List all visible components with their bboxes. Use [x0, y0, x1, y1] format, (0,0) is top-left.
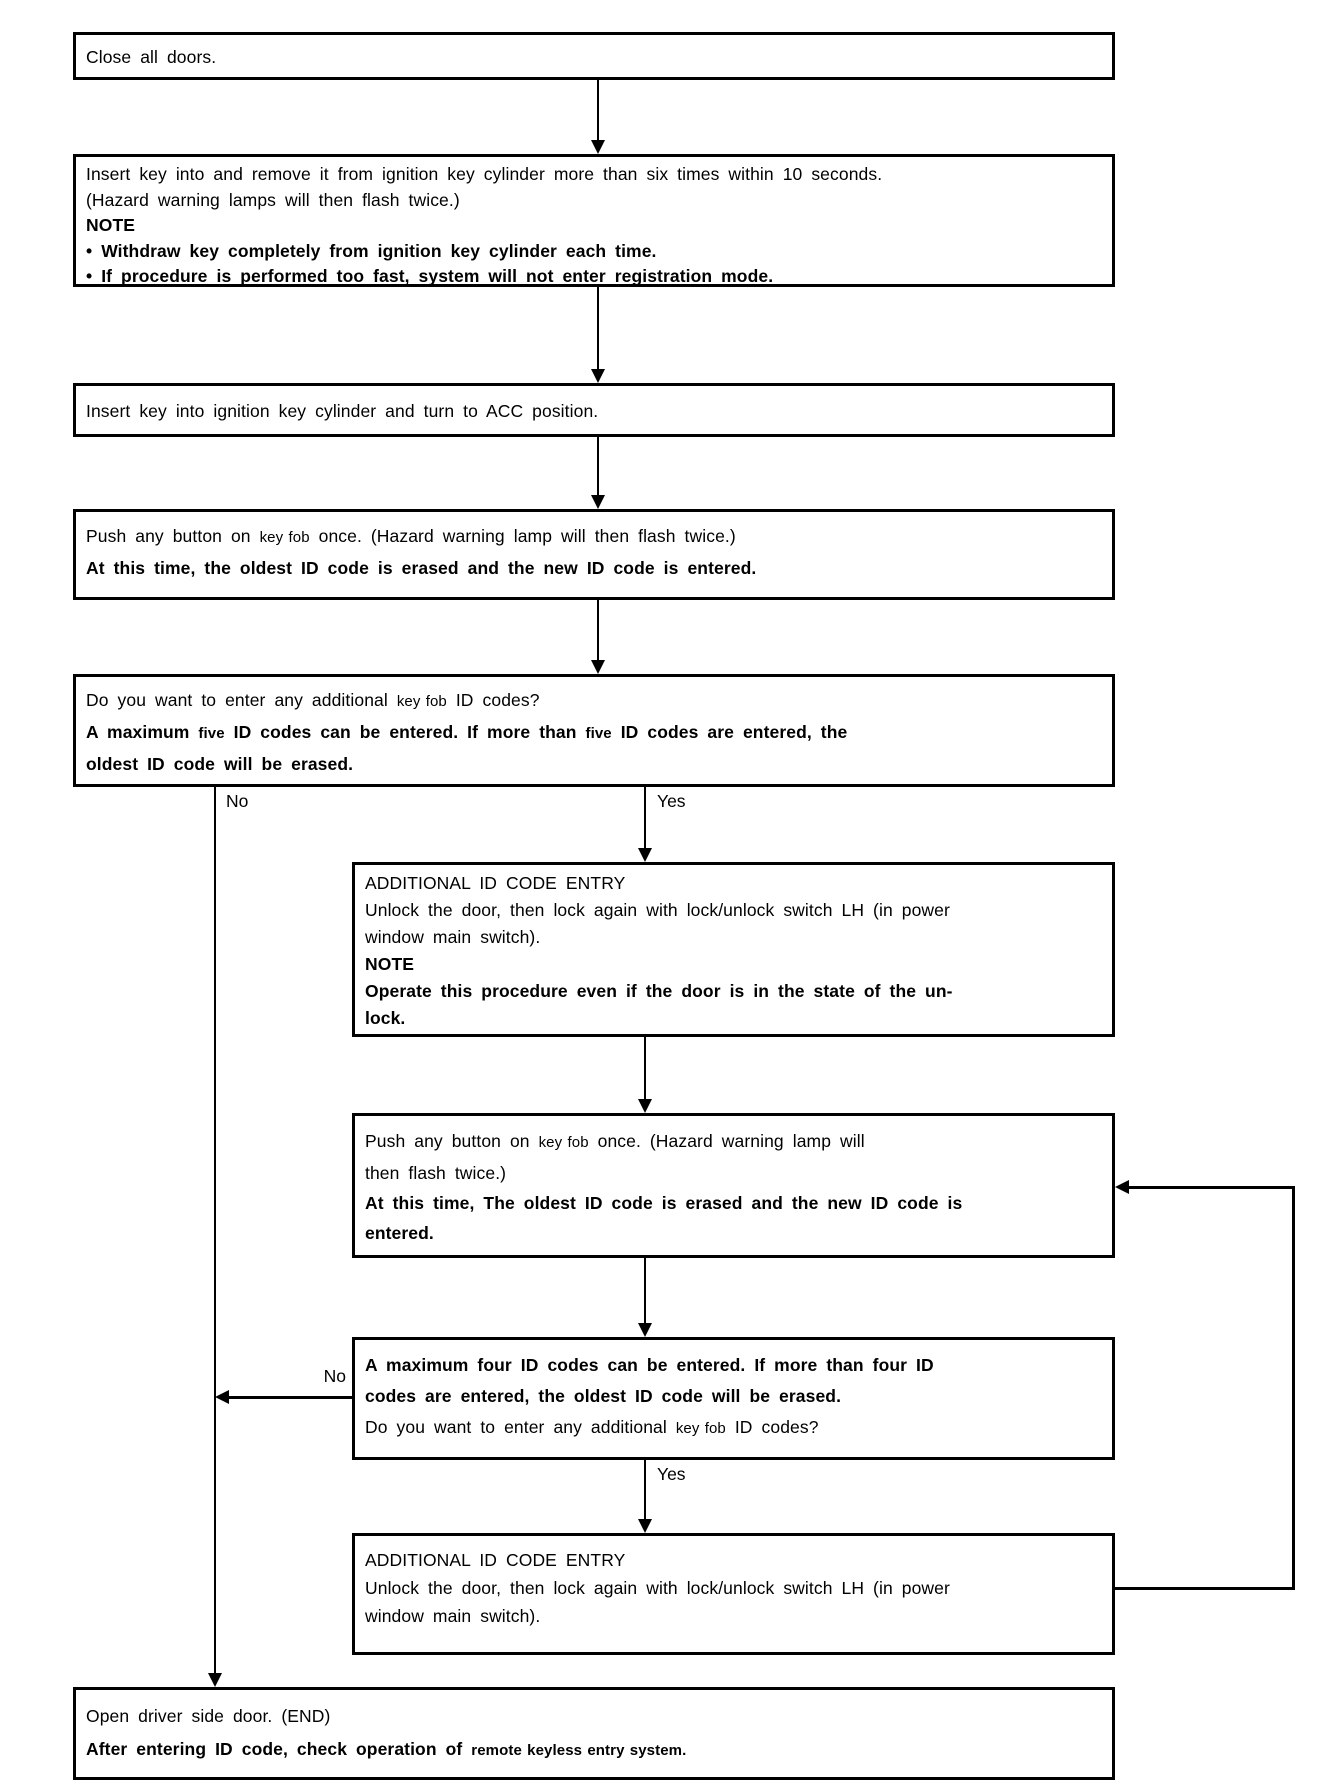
step-close-doors-box: Close all doors.: [73, 32, 1115, 80]
step-text: Push any button on key fob once. (Hazard…: [355, 1126, 1112, 1158]
step-text: window main switch).: [365, 1606, 541, 1626]
decision-text-insert: key fob: [396, 693, 447, 710]
branch-label-yes: Yes: [657, 791, 686, 811]
arrow-left-icon: [215, 1390, 229, 1404]
decision-text-segment: ID codes?: [734, 1417, 819, 1437]
step-text: Unlock the door, then lock again with lo…: [365, 1578, 950, 1598]
decision-text-insert: five: [198, 725, 225, 742]
connector-2-3-stem: [597, 287, 599, 369]
note-bullet: • Withdraw key completely from ignition …: [86, 240, 657, 261]
step-text: Open driver side door. (END): [86, 1706, 331, 1726]
decision-question: Do you want to enter any additional key …: [355, 1412, 1112, 1444]
step-text-insert: key fob: [259, 529, 310, 546]
step-text-bold: entered.: [365, 1223, 434, 1243]
arrow-down-icon: [638, 1099, 652, 1113]
note-heading: NOTE: [86, 215, 136, 235]
decision-text-segment: ID codes are entered, the: [620, 722, 848, 742]
decision-note: oldest ID code will be erased.: [86, 754, 354, 774]
step-text-insert: key fob: [538, 1134, 589, 1151]
decision-text-segment: Do you want to enter any additional: [86, 690, 388, 710]
step-text: Insert key into ignition key cylinder an…: [86, 401, 599, 421]
decision-text-segment: ID codes can be entered. If more than: [233, 722, 577, 742]
step-title: ADDITIONAL ID CODE ENTRY: [365, 873, 626, 893]
arrow-down-icon: [208, 1673, 222, 1687]
step-text: Insert key into and remove it from ignit…: [86, 164, 883, 184]
note-bullet: • If procedure is performed too fast, sy…: [86, 266, 774, 286]
decision-text-insert: five: [585, 725, 612, 742]
connector-loop-right: [1292, 1186, 1295, 1590]
connector-4-5-stem: [597, 600, 599, 660]
step-text: then flash twice.): [365, 1163, 507, 1183]
decision-additional-codes-box: Do you want to enter any additional key …: [73, 674, 1115, 787]
connector-loop-bottom: [1115, 1587, 1295, 1590]
decision-note: codes are entered, the oldest ID code wi…: [365, 1386, 842, 1406]
connector-yes2-stem: [644, 1460, 646, 1519]
step-turn-acc-box: Insert key into ignition key cylinder an…: [73, 383, 1115, 437]
note-heading: NOTE: [365, 954, 415, 974]
step-text-insert: remote keyless entry system.: [471, 1742, 687, 1759]
decision-text-segment: Do you want to enter any additional: [365, 1417, 667, 1437]
decision-additional-codes-2-box: A maximum four ID codes can be entered. …: [352, 1337, 1115, 1460]
connector-7-8-stem: [644, 1258, 646, 1323]
arrow-down-icon: [591, 495, 605, 509]
arrow-down-icon: [638, 1519, 652, 1533]
step-text-bold: After entering ID code, check operation …: [76, 1733, 1112, 1767]
step-additional-id-entry-2-box: ADDITIONAL ID CODE ENTRY Unlock the door…: [352, 1533, 1115, 1655]
step-additional-id-entry-box: ADDITIONAL ID CODE ENTRY Unlock the door…: [352, 862, 1115, 1037]
branch-label-no: No: [226, 791, 249, 811]
step-text-segment: Push any button on: [86, 526, 251, 546]
step-push-button-box: Push any button on key fob once. (Hazard…: [73, 509, 1115, 600]
step-text: Push any button on key fob once. (Hazard…: [76, 521, 1112, 553]
decision-note: A maximum five ID codes can be entered. …: [76, 717, 1112, 749]
step-open-door-end-box: Open driver side door. (END) After enter…: [73, 1687, 1115, 1780]
step-text: Unlock the door, then lock again with lo…: [365, 900, 950, 920]
branch-label-yes: Yes: [657, 1464, 686, 1484]
connector-no-rail: [214, 787, 216, 1673]
branch-label-no: No: [323, 1366, 346, 1386]
connector-yes1-stem: [644, 787, 646, 848]
decision-text-segment: A maximum: [86, 722, 190, 742]
connector-1-2-stem: [597, 80, 599, 140]
step-text-bold: At this time, the oldest ID code is eras…: [86, 558, 757, 578]
connector-loop-top: [1129, 1186, 1295, 1189]
connector-6-7-stem: [644, 1037, 646, 1099]
decision-note: A maximum four ID codes can be entered. …: [365, 1355, 934, 1375]
step-text-segment: once. (Hazard warning lamp will: [597, 1131, 865, 1151]
note-text: lock.: [365, 1008, 406, 1028]
arrow-down-icon: [638, 848, 652, 862]
arrow-down-icon: [638, 1323, 652, 1337]
step-text-bold: At this time, The oldest ID code is eras…: [365, 1193, 963, 1213]
arrow-down-icon: [591, 140, 605, 154]
step-text-segment: After entering ID code, check operation …: [86, 1739, 463, 1759]
step-text-segment: once. (Hazard warning lamp will then fla…: [318, 526, 736, 546]
connector-3-4-stem: [597, 437, 599, 495]
arrow-down-icon: [591, 660, 605, 674]
step-text: (Hazard warning lamps will then flash tw…: [86, 189, 460, 210]
connector-no2-line: [229, 1396, 352, 1399]
step-push-button-loop-box: Push any button on key fob once. (Hazard…: [352, 1113, 1115, 1258]
arrow-down-icon: [591, 369, 605, 383]
decision-text-segment: ID codes?: [455, 690, 540, 710]
step-insert-remove-key-box: Insert key into and remove it from ignit…: [73, 154, 1115, 287]
step-text: Close all doors.: [86, 47, 217, 67]
step-title: ADDITIONAL ID CODE ENTRY: [365, 1550, 626, 1570]
step-text-segment: Push any button on: [365, 1131, 530, 1151]
decision-text-insert: key fob: [675, 1420, 726, 1437]
arrow-left-icon: [1115, 1180, 1129, 1194]
step-text: window main switch).: [365, 927, 541, 947]
note-text: Operate this procedure even if the door …: [365, 981, 953, 1001]
decision-question: Do you want to enter any additional key …: [76, 685, 1112, 717]
